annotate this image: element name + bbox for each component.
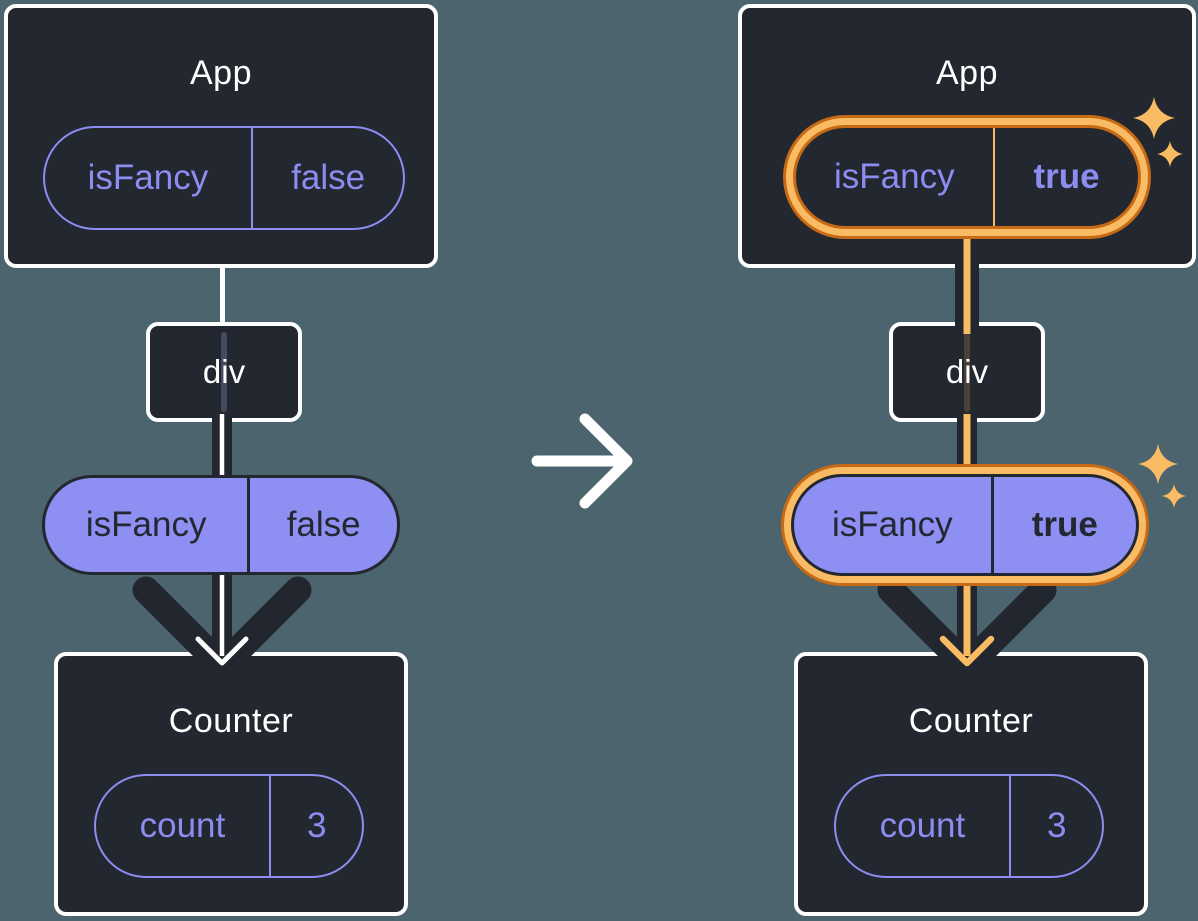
pill-divider <box>990 477 994 573</box>
count-state-pill: count 3 <box>94 774 364 878</box>
state-value: false <box>291 158 366 197</box>
prop-pill-highlight-ring: isFancy true <box>781 464 1149 586</box>
edge-app-to-div-highlighted <box>955 226 979 334</box>
prop-pill: isFancy false <box>42 475 400 575</box>
app-state-pill: isFancy false <box>43 126 405 230</box>
sparkles-icon <box>1133 97 1183 167</box>
state-name: count <box>879 806 966 845</box>
div-node: div <box>146 322 302 422</box>
state-value: 3 <box>306 806 327 845</box>
prop-pill: isFancy true <box>791 474 1139 576</box>
sparkles-icon <box>1138 444 1186 508</box>
pill-divider <box>247 478 251 572</box>
pill-divider <box>1008 776 1012 876</box>
state-value: true <box>1033 157 1100 196</box>
app-card: App isFancy false <box>4 4 438 268</box>
state-name: count <box>139 806 226 845</box>
pill-divider <box>250 128 254 228</box>
app-state-pill-highlight-ring: isFancy true <box>783 115 1151 239</box>
count-state-pill: count 3 <box>834 774 1104 878</box>
counter-card: Counter count 3 <box>54 652 408 916</box>
state-name: isFancy <box>87 158 209 197</box>
pill-divider <box>992 128 996 226</box>
app-title: App <box>190 54 252 92</box>
right-arrow-icon <box>531 413 633 509</box>
app-title: App <box>936 54 998 92</box>
prop-name: isFancy <box>85 505 207 544</box>
counter-card: Counter count 3 <box>794 652 1148 916</box>
div-label: div <box>945 353 989 390</box>
edge-ghost-line <box>221 332 227 412</box>
pill-divider <box>268 776 272 876</box>
prop-value: false <box>286 505 361 544</box>
div-label: div <box>202 353 246 390</box>
state-name: isFancy <box>834 157 955 196</box>
edge-ghost-line <box>964 332 970 412</box>
counter-title: Counter <box>168 702 294 740</box>
state-value: 3 <box>1046 806 1067 845</box>
counter-title: Counter <box>908 702 1034 740</box>
prop-value: true <box>1031 505 1098 544</box>
prop-name: isFancy <box>832 505 953 544</box>
edge-app-to-div <box>220 266 225 328</box>
div-node: div <box>889 322 1045 422</box>
app-state-pill: isFancy true <box>793 125 1141 229</box>
